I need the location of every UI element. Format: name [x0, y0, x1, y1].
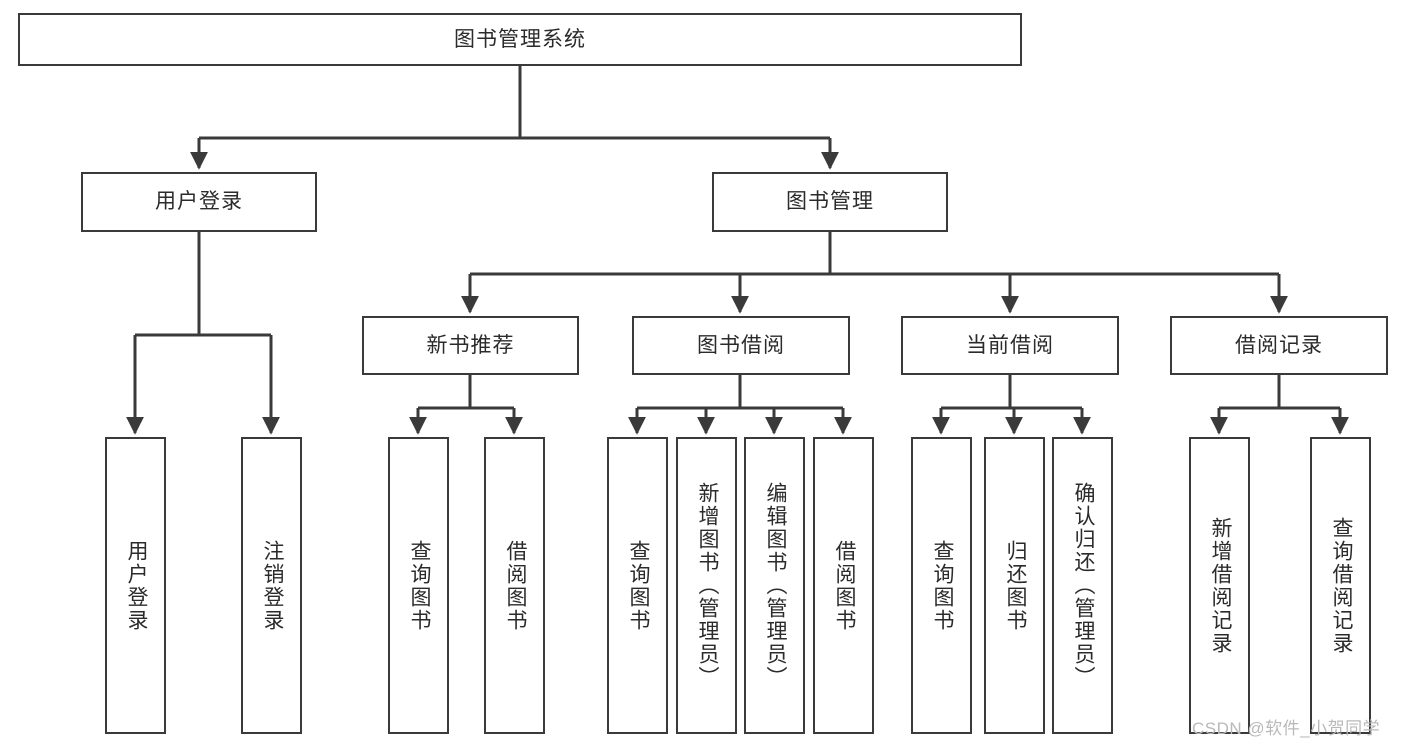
node-label: 图书借阅	[697, 333, 785, 357]
csdn-watermark: CSDN @软件_小贺同学	[1192, 719, 1381, 738]
node-leaf-logout[interactable]: 注销登录	[241, 437, 302, 734]
node-book-borrow[interactable]: 图书借阅	[632, 316, 850, 375]
node-leaf-user-login[interactable]: 用户登录	[105, 437, 166, 734]
node-book-manage[interactable]: 图书管理	[712, 172, 948, 232]
node-label: 图书管理系统	[454, 27, 586, 51]
node-label: 借阅图书	[832, 539, 856, 632]
node-label: 用户登录	[155, 190, 243, 214]
node-label: 新增借阅记录	[1208, 516, 1232, 655]
node-label: 新增图书（管理员）	[695, 482, 719, 689]
node-label: 用户登录	[124, 539, 148, 632]
node-label: 查询图书	[626, 539, 650, 632]
node-label: 归还图书	[1003, 539, 1027, 632]
node-leaf-query-borrow-record[interactable]: 查询借阅记录	[1310, 437, 1371, 734]
node-leaf-query-book-cur[interactable]: 查询图书	[911, 437, 972, 734]
node-label: 查询图书	[930, 539, 954, 632]
node-borrow-record[interactable]: 借阅记录	[1170, 316, 1388, 375]
node-leaf-query-book-borrow[interactable]: 查询图书	[607, 437, 668, 734]
node-user-login[interactable]: 用户登录	[81, 172, 317, 232]
node-label: 借阅记录	[1235, 333, 1323, 357]
node-current-borrow[interactable]: 当前借阅	[901, 316, 1119, 375]
node-leaf-return-book[interactable]: 归还图书	[984, 437, 1045, 734]
node-label: 注销登录	[260, 539, 284, 632]
node-leaf-query-book-rec[interactable]: 查询图书	[388, 437, 449, 734]
node-new-book-recommend[interactable]: 新书推荐	[362, 316, 579, 375]
node-leaf-edit-book-admin[interactable]: 编辑图书（管理员）	[744, 437, 805, 734]
node-label: 新书推荐	[426, 333, 515, 357]
node-leaf-add-borrow-record[interactable]: 新增借阅记录	[1189, 437, 1250, 734]
node-label: 借阅图书	[503, 539, 527, 632]
node-label: 查询借阅记录	[1329, 516, 1353, 655]
node-label: 当前借阅	[966, 333, 1054, 357]
node-label: 查询图书	[407, 539, 431, 632]
node-label: 确认归还（管理员）	[1071, 482, 1095, 689]
node-leaf-add-book-admin[interactable]: 新增图书（管理员）	[676, 437, 737, 734]
node-leaf-borrow-book-rec[interactable]: 借阅图书	[484, 437, 545, 734]
node-label: 图书管理	[786, 190, 874, 214]
node-leaf-borrow-book[interactable]: 借阅图书	[813, 437, 874, 734]
node-root[interactable]: 图书管理系统	[18, 13, 1022, 66]
node-leaf-confirm-return-admin[interactable]: 确认归还（管理员）	[1052, 437, 1113, 734]
node-label: 编辑图书（管理员）	[763, 482, 787, 689]
